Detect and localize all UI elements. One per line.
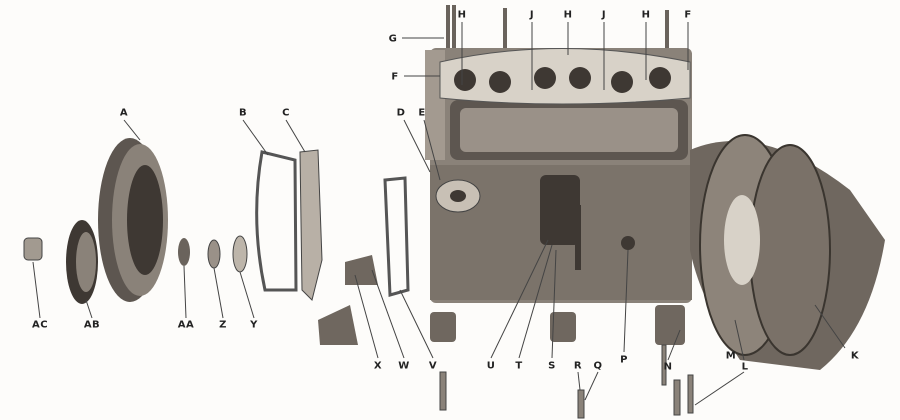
callout-x: X	[373, 360, 383, 372]
callout-r: R	[573, 360, 583, 372]
callout-k: K	[850, 350, 860, 362]
callout-b: B	[238, 107, 248, 119]
callout-h-3: H	[641, 9, 651, 21]
callout-u: U	[486, 360, 496, 372]
callout-f-left: F	[391, 71, 399, 83]
callout-j-2: J	[601, 9, 607, 21]
bellhousing	[690, 134, 885, 370]
callout-z: Z	[219, 319, 227, 331]
timing-cover	[98, 138, 168, 302]
callout-f-right: F	[684, 9, 692, 21]
callout-l: L	[741, 361, 749, 373]
callout-d: D	[396, 107, 406, 119]
oil-pump	[540, 175, 635, 270]
callout-aa: AA	[177, 319, 195, 331]
studs	[446, 5, 669, 55]
callout-g: G	[388, 33, 398, 45]
callout-v: V	[428, 360, 438, 372]
engine-mounts	[318, 255, 685, 345]
callout-t: T	[515, 360, 523, 372]
callout-j-1: J	[529, 9, 535, 21]
callout-n: N	[663, 361, 673, 373]
callout-y: Y	[250, 319, 258, 331]
callout-w: W	[398, 360, 410, 372]
callout-h-2: H	[563, 9, 573, 21]
manifold-gasket	[439, 48, 691, 105]
callout-c: C	[282, 107, 290, 119]
callout-m: M	[725, 350, 737, 362]
callout-h-1: H	[457, 9, 467, 21]
callout-ac: AC	[31, 319, 49, 331]
callout-e: E	[418, 107, 426, 119]
callout-p: P	[620, 354, 628, 366]
leader-lines	[32, 22, 846, 406]
callout-ab: AB	[83, 319, 101, 331]
callout-s: S	[548, 360, 556, 372]
callout-q: Q	[593, 360, 603, 372]
callout-a: A	[119, 107, 129, 119]
